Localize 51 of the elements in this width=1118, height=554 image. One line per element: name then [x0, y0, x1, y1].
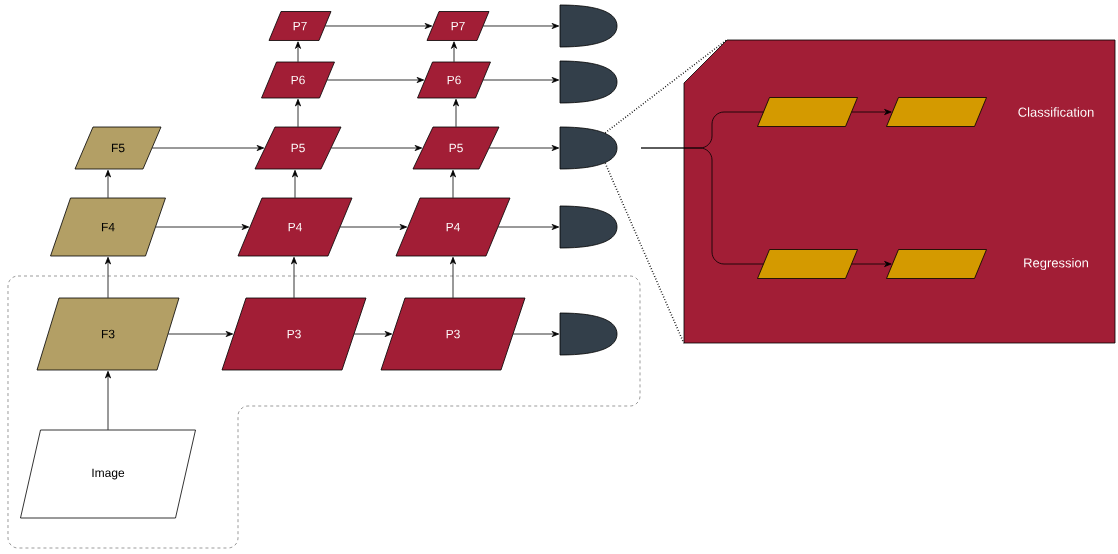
parallelogram-box: P4 — [395, 197, 511, 257]
parallelogram-box: F3 — [36, 297, 180, 371]
parallelogram-box: F5 — [74, 126, 162, 170]
arrow — [167, 331, 234, 337]
head-label: Classification — [1018, 107, 1094, 117]
arrow — [451, 41, 457, 63]
brace-connector — [640, 147, 764, 265]
parallelogram-box: P7 — [426, 11, 490, 41]
parallelogram-box: P6 — [261, 61, 335, 99]
arrow — [353, 331, 393, 337]
arrow — [488, 145, 560, 151]
parallelogram-box: P3 — [380, 297, 526, 371]
arrow — [450, 256, 456, 299]
arrow — [105, 370, 111, 431]
parallelogram-box: P5 — [412, 126, 500, 170]
arrow — [339, 224, 408, 230]
arrow — [295, 41, 301, 63]
arrow — [295, 98, 301, 128]
zoom-line — [604, 39, 728, 134]
arrow — [105, 256, 111, 299]
parallelogram-box: F4 — [50, 197, 166, 257]
parallelogram-box: P4 — [237, 197, 353, 257]
arrow — [326, 77, 425, 83]
parallelogram-box: P3 — [221, 297, 367, 371]
arrow — [105, 169, 111, 199]
output-head — [559, 312, 618, 356]
arrow — [482, 77, 560, 83]
arrow — [292, 169, 298, 199]
arrow — [450, 169, 456, 199]
zoom-panel — [683, 39, 1116, 344]
output-head — [559, 4, 618, 48]
arrow — [330, 145, 423, 151]
parallelogram-box: P7 — [268, 11, 332, 41]
arrow — [151, 145, 265, 151]
output-head — [559, 126, 618, 170]
arrow — [851, 261, 892, 267]
arrow — [453, 98, 459, 128]
arrow — [512, 331, 560, 337]
head-label: Regression — [1024, 257, 1089, 271]
arrow — [482, 23, 560, 29]
arrow — [497, 224, 560, 230]
arrow — [324, 23, 433, 29]
zoom-line — [604, 162, 685, 344]
parallelogram-box: P6 — [417, 61, 491, 99]
arrow — [291, 256, 297, 299]
parallelogram-box: P5 — [254, 126, 342, 170]
arrow — [155, 224, 250, 230]
output-head — [559, 60, 618, 104]
parallelogram-box: Image — [20, 429, 196, 519]
output-head — [559, 205, 618, 249]
arrow — [851, 109, 892, 115]
